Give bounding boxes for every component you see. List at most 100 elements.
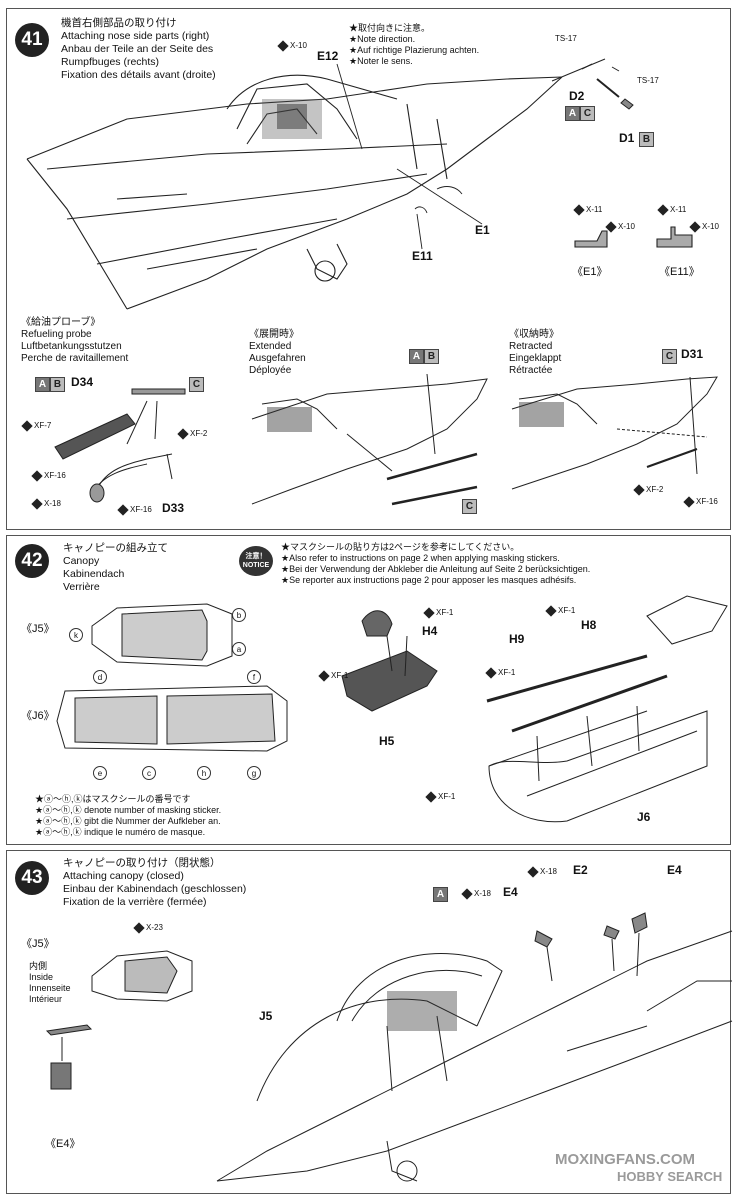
paint-x23: X-23 <box>135 923 163 932</box>
retracted-title-en: Retracted <box>509 341 553 352</box>
inside-de: Innenseite <box>29 983 71 993</box>
j6-view-label: 《J6》 <box>21 710 55 722</box>
mask-letter-a: a <box>232 642 246 656</box>
note-de: ★Auf richtige Plazierung achten. <box>349 45 480 55</box>
paint-xf1-b: XF-1 <box>320 671 348 680</box>
notice-en: NOTICE <box>242 562 270 569</box>
e1-paint-x11: X-11 <box>575 205 602 214</box>
mask-letter-e: e <box>93 766 107 780</box>
e11-paint-x10: X-10 <box>691 222 719 231</box>
title-en: Attaching canopy (closed) <box>63 870 184 882</box>
part-d31: D31 <box>681 347 704 361</box>
inside-en: Inside <box>29 972 54 982</box>
title-ja: キャノピーの組み立て <box>63 542 168 554</box>
part-d34: D34 <box>71 375 94 389</box>
mask-letter-h: h <box>197 766 211 780</box>
mask-note-fr: ★Se reporter aux instructions page 2 pou… <box>281 575 577 585</box>
probe-title-de: Luftbetankungsstutzen <box>21 341 122 352</box>
probe-box-b: B <box>50 377 65 392</box>
watermark-line2: HOBBY SEARCH <box>617 1169 723 1184</box>
part-e2: E2 <box>573 863 588 877</box>
paint-xf16-a: XF-16 <box>33 471 66 480</box>
box-a: A <box>565 106 580 121</box>
part-e11: E11 <box>412 249 433 263</box>
paint-xf1-e: XF-1 <box>427 792 455 801</box>
title-en: Attaching nose side parts (right) <box>61 30 210 42</box>
title-de: Einbau der Kabinendach (geschlossen) <box>63 883 247 895</box>
part-e1: E1 <box>475 223 490 237</box>
retracted-title-de: Eingeklappt <box>509 353 562 364</box>
notice-badge: 注意！ NOTICE <box>239 546 273 576</box>
box-c: C <box>580 106 595 121</box>
legend-en: ★ⓐ～ⓗ,ⓚ denote number of masking sticker. <box>35 805 222 815</box>
part-e4: E4 <box>503 885 518 899</box>
mask-letter-g: g <box>247 766 261 780</box>
probe-title-fr: Perche de ravitaillement <box>21 353 129 364</box>
extended-box-b: B <box>424 349 439 364</box>
paint-x18: X-18 <box>33 499 61 508</box>
part-e12: E12 <box>317 49 339 63</box>
part-j6: J6 <box>637 810 651 824</box>
paint-xf7: XF-7 <box>23 421 51 430</box>
e1-paint-x10: X-10 <box>607 222 635 231</box>
legend-fr: ★ⓐ～ⓗ,ⓚ indique le numéro de masque. <box>35 827 206 837</box>
paint-x18-e4: X-18 <box>463 889 491 898</box>
part-h4: H4 <box>422 624 438 638</box>
probe-box-c: C <box>189 377 204 392</box>
step-42-panel: 42 キャノピーの組み立て Canopy Kabinendach Verrièr… <box>6 535 731 845</box>
part-d33: D33 <box>162 501 185 515</box>
extended-title-fr: Déployée <box>249 365 292 376</box>
retracted-box-c: C <box>662 349 677 364</box>
mask-note-de: ★Bei der Verwendung der Abkleber die Anl… <box>281 564 591 574</box>
part-d1: D1 <box>619 131 635 145</box>
part-d2: D2 <box>569 89 585 103</box>
box-b: B <box>639 132 654 147</box>
part-e4b: E4 <box>667 863 682 877</box>
mask-note-en: ★Also refer to instructions on page 2 wh… <box>281 553 560 563</box>
extended-box-c: C <box>462 499 477 514</box>
extended-title-en: Extended <box>249 341 292 352</box>
mask-note-ja: ★マスクシールの貼り方は2ページを参考にしてください。 <box>281 542 520 552</box>
mask-letter-d: d <box>93 670 107 684</box>
step-number: 43 <box>15 861 49 895</box>
paint-xf16-b: XF-16 <box>119 505 152 514</box>
mask-letter-b: b <box>232 608 246 622</box>
retracted-title-fr: Rétractée <box>509 365 553 376</box>
note-ja: ★取付向きに注意。 <box>349 23 431 33</box>
extended-box-a: A <box>409 349 424 364</box>
paint-xf1-a: XF-1 <box>425 608 453 617</box>
j5-view-label: 《J5》 <box>21 938 55 950</box>
step-43-panel: 43 キャノピーの取り付け（閉状態） Attaching canopy (clo… <box>6 850 733 1194</box>
ts17-label-b: TS-17 <box>637 76 659 85</box>
title-de-2: Rumpfbuges (rechts) <box>61 56 160 68</box>
extended-title-ja: 《展開時》 <box>249 329 299 340</box>
retracted-paint-xf16: XF-16 <box>685 497 718 506</box>
part-h8: H8 <box>581 618 597 632</box>
probe-title-en: Refueling probe <box>21 329 92 340</box>
step-number: 42 <box>15 544 49 578</box>
note-en: ★Note direction. <box>349 34 416 44</box>
watermark-line1: MOXINGFANS.COM <box>555 1151 696 1168</box>
title-fr: Fixation de la verrière (fermée) <box>63 896 207 908</box>
paint-x18-e2: X-18 <box>529 867 557 876</box>
e11-label: 《E11》 <box>659 266 700 278</box>
paint-x10: X-10 <box>279 41 307 50</box>
title-de: Kabinendach <box>63 568 125 580</box>
mask-letter-f: f <box>247 670 261 684</box>
title-de-1: Anbau der Teile an der Seite des <box>61 43 214 55</box>
paint-xf1-d: XF-1 <box>487 668 515 677</box>
nose-fuselage-drawing <box>26 58 718 506</box>
box-a: A <box>433 887 448 902</box>
mask-letter-k: k <box>69 628 83 642</box>
canopy-install-drawing <box>45 912 733 1182</box>
j5-view-label: 《J5》 <box>21 623 55 635</box>
title-ja: 機首右側部品の取り付け <box>61 17 177 29</box>
part-j5: J5 <box>259 1009 273 1023</box>
legend-de: ★ⓐ～ⓗ,ⓚ gibt die Nummer der Aufkleber an. <box>35 816 221 826</box>
title-fr: Verrière <box>63 581 100 593</box>
step-41-panel: 41 機首右側部品の取り付け Attaching nose side parts… <box>6 8 731 530</box>
e11-paint-x11: X-11 <box>659 205 686 214</box>
title-en: Canopy <box>63 555 100 567</box>
inside-fr: Intérieur <box>29 994 63 1004</box>
e1-label: 《E1》 <box>572 266 608 278</box>
